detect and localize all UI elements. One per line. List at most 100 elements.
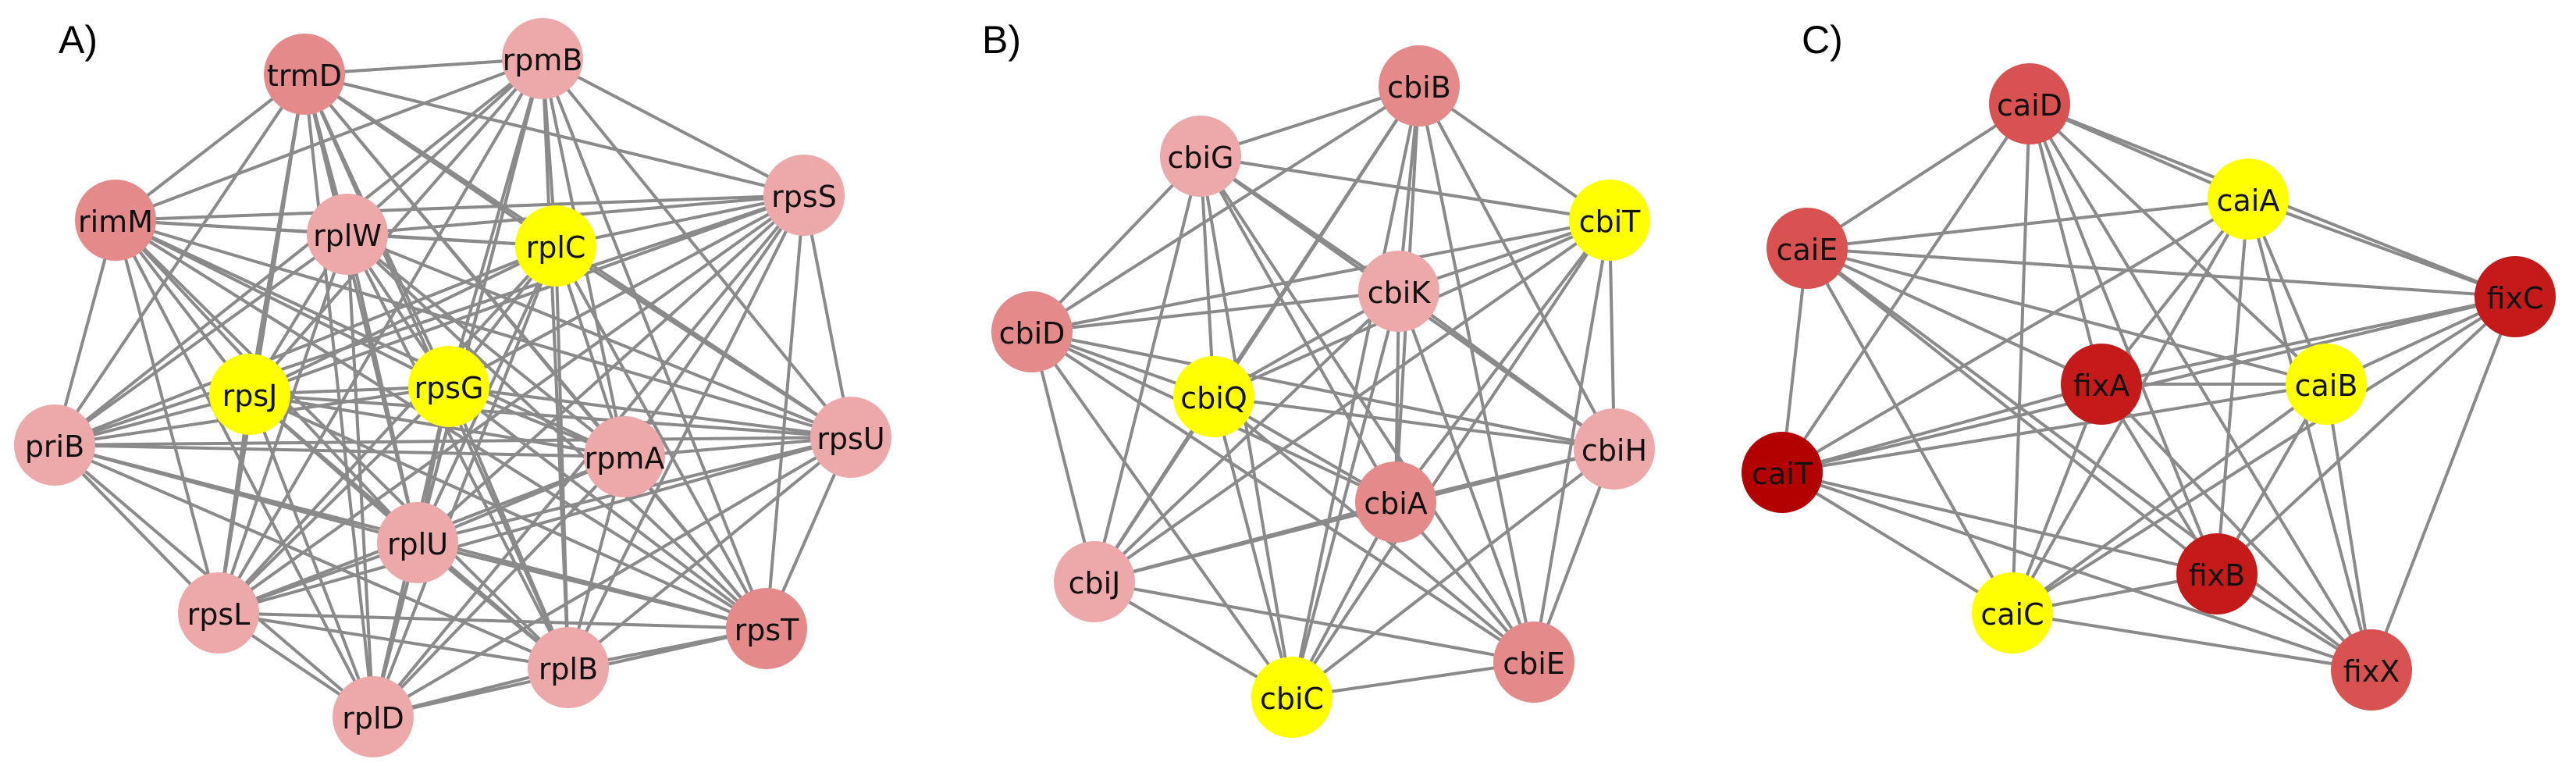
edge-fixA-caiT bbox=[1781, 383, 2103, 474]
node-label-rpsJ: rpsJ bbox=[222, 379, 278, 413]
node-fixA: fixA bbox=[2061, 344, 2142, 425]
edge-cbiE-cbiC bbox=[1290, 661, 1535, 699]
node-rpmA: rpmA bbox=[584, 416, 665, 497]
node-rplW: rplW bbox=[307, 194, 388, 275]
panel-b-nodes: cbiBcbiGcbiTcbiKcbiDcbiQcbiHcbiAcbiJcbiE… bbox=[991, 45, 1655, 738]
node-rplU: rplU bbox=[377, 502, 458, 583]
node-cbiB: cbiB bbox=[1379, 45, 1460, 126]
node-caiT: caiT bbox=[1742, 432, 1823, 513]
edge-rpsS-rplU bbox=[416, 194, 806, 544]
edge-cbiB-cbiH bbox=[1418, 84, 1616, 451]
edge-cbiK-cbiD bbox=[1030, 290, 1400, 333]
node-circle-rplB bbox=[528, 627, 609, 708]
node-circle-rplD bbox=[333, 676, 414, 757]
edge-cbiT-cbiJ bbox=[1093, 219, 1611, 583]
node-cbiD: cbiD bbox=[991, 291, 1073, 372]
node-circle-cbiC bbox=[1251, 657, 1332, 738]
edge-cbiD-cbiE bbox=[1030, 330, 1535, 664]
node-circle-rpsU bbox=[810, 397, 891, 478]
edge-rpsU-rplD bbox=[372, 436, 852, 718]
node-circle-cbiB bbox=[1379, 45, 1460, 126]
node-circle-rpmB bbox=[502, 18, 583, 99]
edge-caiE-caiC bbox=[1806, 247, 2014, 614]
node-rpmB: rpmB bbox=[502, 18, 583, 99]
node-circle-cbiH bbox=[1574, 408, 1655, 490]
edge-rplU-rpsT bbox=[416, 541, 768, 630]
edge-priB-rpsU bbox=[53, 436, 852, 447]
edge-caiD-caiB bbox=[2028, 102, 2328, 386]
edge-fixA-fixX bbox=[2100, 383, 2373, 671]
node-label-caiD: caiD bbox=[1997, 88, 2062, 123]
node-label-cbiD: cbiD bbox=[999, 316, 1066, 351]
edge-rpsU-rplB bbox=[567, 436, 852, 669]
edge-rpmB-rplW bbox=[346, 57, 544, 236]
node-label-caiB: caiB bbox=[2295, 369, 2358, 403]
edge-caiE-fixA bbox=[1806, 247, 2103, 386]
edge-cbiH-cbiC bbox=[1290, 447, 1616, 699]
node-label-fixX: fixX bbox=[2343, 654, 2400, 689]
node-cbiG: cbiG bbox=[1160, 116, 1241, 197]
node-label-cbiJ: cbiJ bbox=[1069, 566, 1121, 600]
node-circle-rplW bbox=[307, 194, 388, 275]
node-rpsU: rpsU bbox=[810, 397, 891, 478]
node-rimM: rimM bbox=[75, 180, 156, 261]
panel-b: B) cbiBcbiGcbiTcbiKcbiDcbiQcbiHcbiAcbiJc… bbox=[982, 18, 1655, 738]
node-circle-caiT bbox=[1742, 432, 1823, 513]
node-circle-cbiA bbox=[1355, 461, 1436, 543]
edge-priB-rplB bbox=[53, 443, 570, 669]
node-label-rplU: rplU bbox=[387, 527, 448, 561]
edge-fixC-fixX bbox=[2370, 295, 2517, 671]
edge-rplC-priB bbox=[53, 244, 557, 447]
edge-caiD-caiE bbox=[1806, 102, 2031, 250]
node-circle-caiB bbox=[2286, 344, 2367, 425]
panel-b-label: B) bbox=[982, 18, 1021, 62]
edge-caiE-fixB bbox=[1806, 247, 2218, 575]
edge-cbiB-cbiE bbox=[1418, 84, 1535, 664]
edge-rpmB-priB bbox=[53, 57, 544, 447]
node-rpsT: rpsT bbox=[726, 588, 807, 669]
node-rpsG: rpsG bbox=[408, 346, 489, 427]
node-circle-trmD bbox=[264, 34, 345, 115]
edge-rplW-rplB bbox=[346, 233, 570, 669]
edge-rpsJ-rpsT bbox=[248, 393, 768, 630]
node-label-caiC: caiC bbox=[1980, 597, 2044, 632]
edge-trmD-rplD bbox=[303, 73, 375, 718]
edge-caiB-caiT bbox=[1781, 383, 2328, 474]
edge-caiE-fixC bbox=[1806, 247, 2517, 298]
node-label-cbiQ: cbiQ bbox=[1180, 381, 1247, 415]
edge-caiA-fixC bbox=[2247, 198, 2517, 298]
edge-cbiA-cbiJ bbox=[1093, 500, 1397, 583]
node-caiA: caiA bbox=[2208, 159, 2289, 240]
node-circle-rpsS bbox=[763, 155, 845, 236]
node-circle-rpsJ bbox=[209, 354, 290, 435]
edge-rpsS-priB bbox=[53, 194, 806, 447]
node-circle-fixC bbox=[2475, 256, 2556, 337]
edge-rpsG-rpsL bbox=[217, 385, 450, 614]
edge-caiT-caiC bbox=[1781, 471, 2014, 614]
edge-caiA-fixX bbox=[2247, 198, 2373, 671]
node-caiC: caiC bbox=[1972, 572, 2053, 654]
edge-caiD-fixB bbox=[2028, 102, 2218, 575]
node-rpsS: rpsS bbox=[763, 155, 845, 236]
node-fixC: fixC bbox=[2475, 256, 2556, 337]
node-label-rpsG: rpsG bbox=[415, 371, 484, 405]
node-caiD: caiD bbox=[1989, 63, 2070, 144]
node-circle-rplU bbox=[377, 502, 458, 583]
node-caiB: caiB bbox=[2286, 344, 2367, 425]
node-label-cbiE: cbiE bbox=[1503, 647, 1565, 681]
edge-cbiG-cbiJ bbox=[1093, 155, 1202, 583]
edge-trmD-rpsS bbox=[303, 73, 806, 197]
edge-cbiT-cbiA bbox=[1394, 219, 1611, 504]
panel-a-label: A) bbox=[59, 18, 98, 62]
node-circle-caiC bbox=[1972, 572, 2053, 654]
edge-rplW-priB bbox=[53, 233, 349, 447]
node-label-fixA: fixA bbox=[2073, 369, 2129, 403]
node-label-rplW: rplW bbox=[313, 219, 382, 253]
node-caiE: caiE bbox=[1767, 208, 1848, 289]
node-rplC: rplC bbox=[515, 205, 596, 287]
node-label-rpsU: rpsU bbox=[817, 422, 884, 456]
edge-fixC-fixA bbox=[2100, 295, 2517, 386]
edge-cbiK-cbiE bbox=[1397, 290, 1535, 664]
